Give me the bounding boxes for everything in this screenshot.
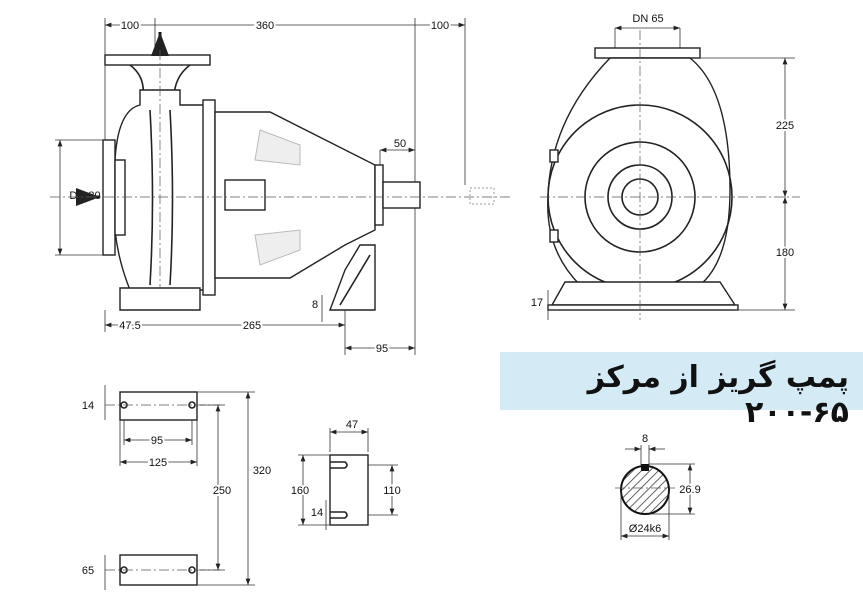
shaft-section: 8 26.9 Ø24k6 (615, 433, 703, 540)
dim-bottom-left: 47.5 (119, 320, 140, 332)
dim-top-left: 100 (121, 20, 139, 32)
dim-top-right: 100 (431, 20, 449, 32)
title-banner: پمپ گریز از مرکز ۶۵-۲۰۰ (500, 352, 863, 430)
support-slot-dim: 14 (311, 507, 323, 519)
foot-height-dim: 8 (312, 299, 318, 311)
dim-bottom-mid: 265 (243, 320, 261, 332)
foot-spacing-dim: 250 (213, 485, 231, 497)
foot-width-dim: 125 (149, 457, 167, 469)
support-foot: 47 160 110 14 (289, 419, 403, 530)
height-upper-dim: 225 (776, 120, 794, 132)
support-inner-height-dim: 110 (383, 485, 401, 497)
support-outer-height-dim: 160 (291, 485, 309, 497)
hole-offset-top-dim: 14 (82, 400, 94, 412)
pump-title: پمپ گریز از مرکز ۶۵-۲۰۰ (587, 360, 849, 430)
discharge-label: DN 65 (632, 13, 663, 25)
side-view: 100 360 100 DN 80 50 (50, 18, 510, 357)
foot-plan: 95 125 14 65 250 320 (82, 385, 271, 590)
dim-bottom-right: 95 (376, 343, 388, 355)
base-height-dim: 17 (531, 297, 543, 309)
key-width-dim: 8 (642, 433, 648, 445)
shaft-diameter-dim: Ø24k6 (629, 523, 661, 535)
dim-top-mid: 360 (256, 20, 274, 32)
overall-length-dim: 320 (253, 465, 271, 477)
front-view: DN 65 225 180 17 (531, 13, 800, 320)
support-width-dim: 47 (346, 419, 358, 431)
hole-offset-bottom-dim: 65 (82, 565, 94, 577)
shaft-length-dim: 50 (394, 138, 406, 150)
height-lower-dim: 180 (776, 247, 794, 259)
key-height-dim: 26.9 (679, 484, 700, 496)
hole-spacing-dim: 95 (151, 435, 163, 447)
